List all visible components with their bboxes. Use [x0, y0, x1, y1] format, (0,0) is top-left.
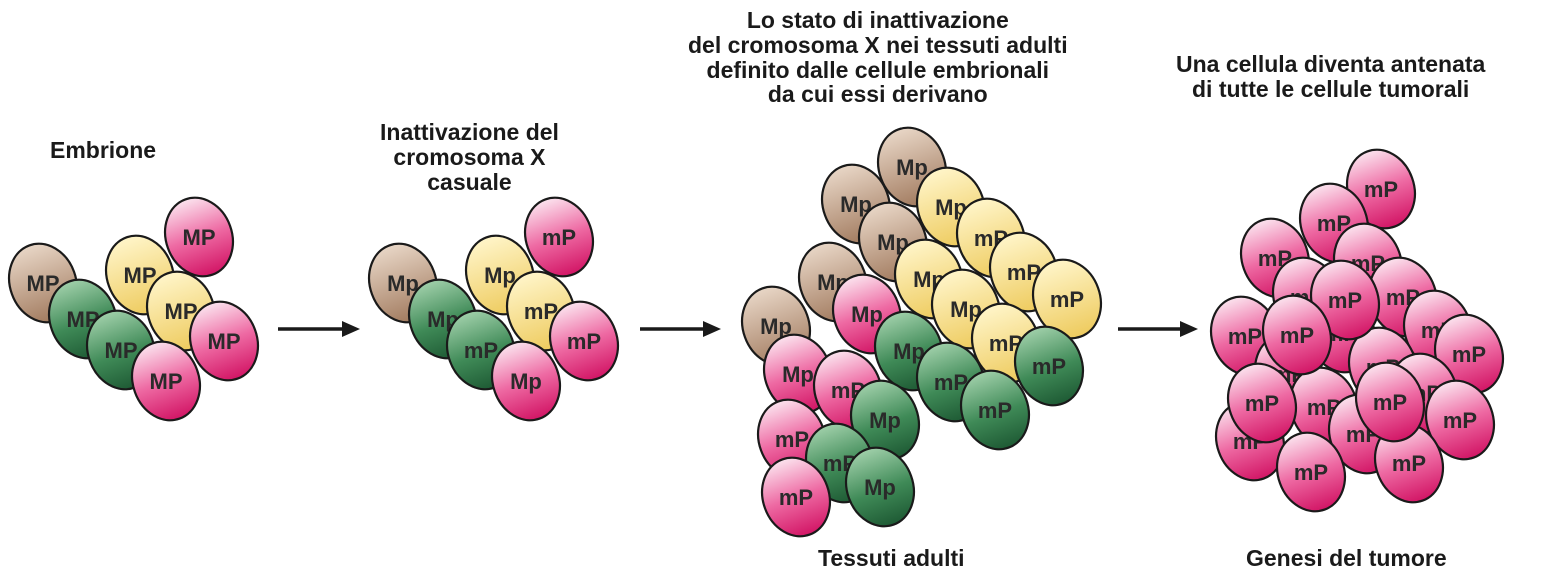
label-inattivazione-line-1: Inattivazione del [380, 119, 559, 145]
label-inattivazione-line-3: casuale [427, 168, 512, 195]
cell-body [1227, 362, 1297, 444]
cell-pink: mP [1425, 379, 1495, 461]
label-una-cellula: Una cellula diventa antenata di tutte le… [1176, 52, 1485, 102]
cell-label: mP [1294, 460, 1328, 485]
cell-label: MP [105, 338, 138, 363]
label-inattivazione-line-2: cromosoma X [393, 143, 546, 170]
cell-label: mP [1032, 354, 1066, 379]
cell-label: mP [1364, 177, 1398, 202]
label-una-cellula-line-1: Una cellula diventa antenata [1176, 51, 1486, 77]
cell-label: Mp [387, 271, 419, 296]
cell-pink: mP [761, 456, 831, 538]
cell-green: mP [1014, 325, 1084, 407]
cell-pink: mP [549, 300, 619, 382]
cell-label: mP [1443, 408, 1477, 433]
cell-body [549, 300, 619, 382]
cell-body [131, 340, 201, 422]
cell-label: mP [1452, 342, 1486, 367]
cell-body [164, 196, 234, 278]
label-stato-line-4: da cui essi derivano [767, 81, 988, 108]
cell-label: Mp [851, 302, 883, 327]
cell-label: mP [567, 329, 601, 354]
cell-label: MP [27, 271, 60, 296]
cell-pink: mP [1355, 361, 1425, 443]
cell-label: Mp [510, 369, 542, 394]
arrow-3 [1118, 321, 1198, 337]
cell-body [960, 369, 1030, 451]
cell-body [1276, 431, 1346, 513]
cell-pink: mP [1276, 431, 1346, 513]
cell-label: mP [978, 398, 1012, 423]
cell-body [1355, 361, 1425, 443]
label-stato-line-2: del cromosoma X nei tessuti adulti [688, 31, 1068, 58]
cell-body [761, 456, 831, 538]
cell-pink: mP [1374, 422, 1444, 504]
cell-label: mP [1228, 324, 1262, 349]
cell-label: mP [1280, 323, 1314, 348]
cell-label: mP [1245, 391, 1279, 416]
cell-label: mP [1392, 451, 1426, 476]
cell-label: MP [183, 225, 216, 250]
cell-pink: mP [1310, 259, 1380, 341]
cell-pink: mP [1262, 294, 1332, 376]
cell-label: Mp [782, 362, 814, 387]
label-embrione: Embrione [50, 137, 157, 163]
cell-label: MP [124, 263, 157, 288]
label-genesi-tumore: Genesi del tumore [1246, 545, 1447, 571]
label-stato-inattivazione: Lo stato di inattivazione del cromosoma … [688, 8, 1068, 107]
cell-pink: MP [131, 340, 201, 422]
cell-label: MP [150, 369, 183, 394]
cell-label: mP [542, 225, 576, 250]
cell-green: mP [960, 369, 1030, 451]
cell-label: Mp [893, 339, 925, 364]
cell-green: Mp [874, 310, 944, 392]
cell-label: mP [779, 485, 813, 510]
cell-yellow: mP [1032, 258, 1102, 340]
arrow-2 [640, 321, 721, 337]
label-stato-line-3: definito dalle cellule embrionali [706, 56, 1050, 83]
label-una-cellula-line-2: di tutte le cellule tumorali [1192, 75, 1470, 102]
arrow-1 [278, 321, 360, 337]
label-tessuti-adulti: Tessuti adulti [818, 545, 965, 571]
cell-body [1262, 294, 1332, 376]
cell-label: MP [208, 329, 241, 354]
cell-label: mP [464, 338, 498, 363]
cell-body [1032, 258, 1102, 340]
cell-body [189, 300, 259, 382]
cell-pink: mP [524, 196, 594, 278]
cell-pink: MP [189, 300, 259, 382]
label-stato-line-1: Lo stato di inattivazione [746, 7, 1009, 33]
cell-label: mP [1050, 287, 1084, 312]
cell-body [491, 340, 561, 422]
cell-label: Mp [869, 408, 901, 433]
cell-body [1014, 325, 1084, 407]
cell-label: Mp [484, 263, 516, 288]
cell-label: Mp [864, 475, 896, 500]
cell-label: MP [165, 299, 198, 324]
cell-label: mP [1373, 390, 1407, 415]
cell-green: Mp [845, 446, 915, 528]
cell-body [845, 446, 915, 528]
cell-label: mP [775, 427, 809, 452]
cell-pink: MP [164, 196, 234, 278]
cell-label: mP [1328, 288, 1362, 313]
cell-body [1425, 379, 1495, 461]
label-inattivazione: Inattivazione del cromosoma X casuale [380, 120, 559, 194]
cell-pink: mP [1227, 362, 1297, 444]
cell-body [524, 196, 594, 278]
cell-pink: Mp [491, 340, 561, 422]
cell-label: Mp [896, 155, 928, 180]
cell-label: mP [934, 370, 968, 395]
